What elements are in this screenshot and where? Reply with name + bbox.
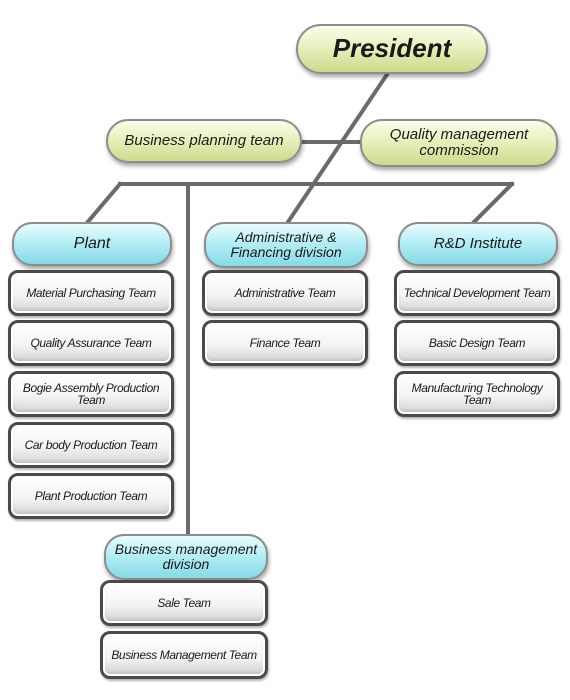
team-label: Plant Production Team [34,489,148,503]
admin-division-box: Administrative & Financing division [204,222,368,268]
team-manufacturing-technology: Manufacturing Technology Team [394,371,560,417]
connector-plant [83,181,123,227]
team-bogie-assembly: Bogie Assembly Production Team [8,371,174,417]
team-label: Business Management Team [111,648,257,662]
team-label: Bogie Assembly Production Team [22,381,160,407]
business-planning-label: Business planning team [124,132,284,150]
team-business-management: Business Management Team [100,631,268,679]
team-label: Basic Design Team [428,336,526,350]
team-technical-development: Technical Development Team [394,270,560,316]
admin-division-label: Administrative & Financing division [230,229,342,260]
team-quality-assurance: Quality Assurance Team [8,320,174,366]
rnd-institute-label: R&D Institute [433,235,523,253]
plant-box: Plant [12,222,172,266]
team-plant-production: Plant Production Team [8,473,174,519]
team-label: Technical Development Team [403,286,551,300]
team-car-body-production: Car body Production Team [8,422,174,468]
team-label: Material Purchasing Team [26,286,156,300]
team-label: Sale Team [157,596,211,610]
team-label: Administrative Team [234,286,336,300]
rnd-institute-box: R&D Institute [398,222,558,266]
president-label: President [332,33,452,64]
business-division-box: Business management division [104,534,268,580]
team-sale: Sale Team [100,580,268,626]
team-material-purchasing: Material Purchasing Team [8,270,174,316]
team-basic-design: Basic Design Team [394,320,560,366]
team-label: Car body Production Team [24,438,158,452]
team-label: Finance Team [249,336,321,350]
president-box: President [296,24,488,74]
business-division-label: Business management division [114,541,258,572]
team-label: Quality Assurance Team [30,336,152,350]
connector-president [285,67,393,225]
connector-rnd [471,181,515,225]
business-planning-box: Business planning team [106,119,302,163]
team-finance: Finance Team [202,320,368,366]
team-administrative: Administrative Team [202,270,368,316]
plant-label: Plant [73,234,111,252]
team-label: Manufacturing Technology Team [411,381,543,407]
quality-commission-label: Quality management commission [389,126,529,159]
quality-commission-box: Quality management commission [360,119,558,167]
